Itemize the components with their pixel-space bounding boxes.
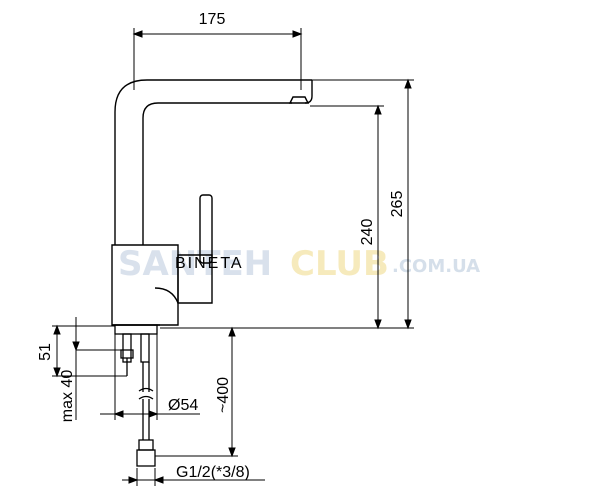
hose-fitting [138,439,154,451]
dim-height-below-deck: 51 [37,343,54,361]
dim-base-diameter: Ø54 [168,397,198,414]
lever-handle [199,194,213,264]
watermark-site-part2: CLUB [290,244,389,284]
hose-break [138,387,154,400]
faucet-body [111,79,313,326]
brand-label: BINETA [175,255,244,272]
hose-nut [136,449,156,467]
mounting-assembly [114,324,158,467]
hose-upper [142,362,150,392]
watermark-site-part1: SANTEH [118,244,272,284]
mounting-rod-right [140,333,150,363]
watermark: SANTEH CLUB .COM.UA [118,244,480,284]
dim-width-top: 175 [199,11,226,28]
spout-inner-line [142,102,292,245]
dim-hose-length: ~400 [215,377,232,413]
dim-connection-thread: G1/2(*3/8) [176,464,250,481]
dim-height-overall: 265 [389,191,406,218]
body-curve [154,287,179,304]
dimension-lines [52,28,414,486]
aerator [288,96,310,104]
watermark-site-suffix: .COM.UA [392,256,480,277]
mounting-plate [114,324,158,335]
dim-height-spout: 240 [359,219,376,246]
hose-lower [142,399,150,440]
body-block [111,244,179,326]
dim-max-deck-thickness: max 40 [59,370,76,423]
spout-outer-line [114,79,312,245]
